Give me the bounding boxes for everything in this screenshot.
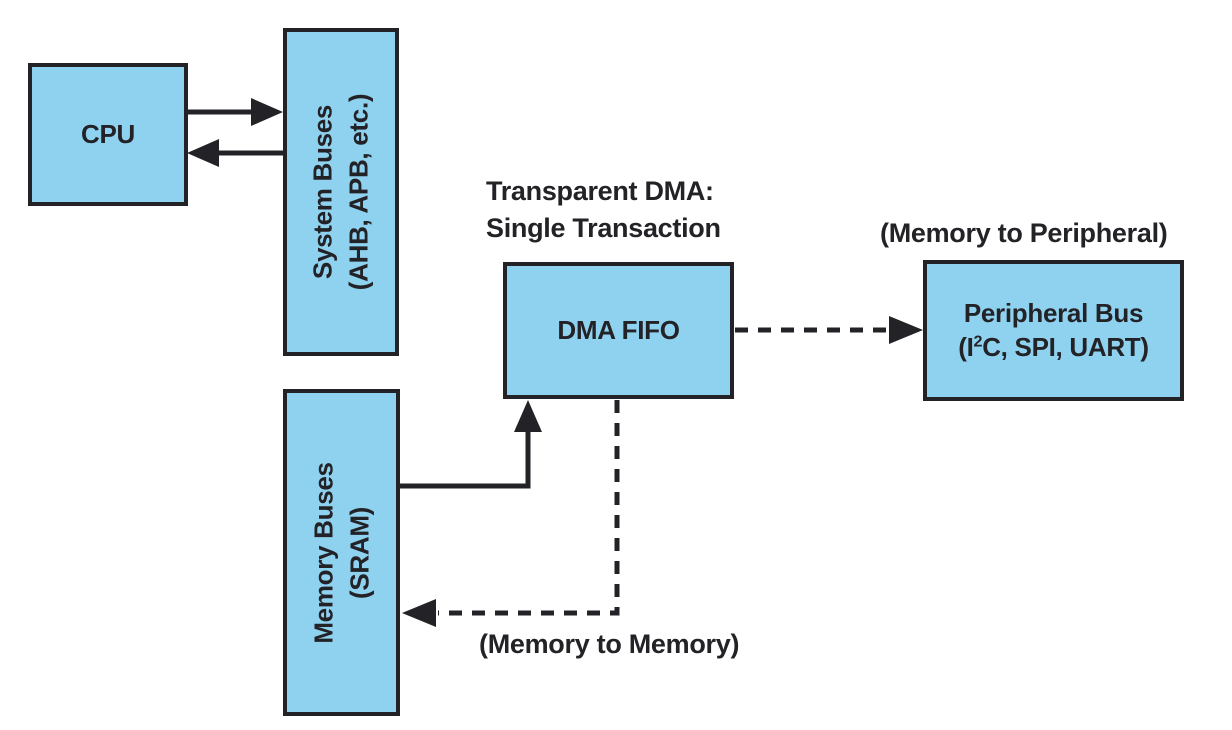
node-peripheral-bus: Peripheral Bus (I2C, SPI, UART)	[923, 260, 1184, 401]
node-memory-buses: Memory Buses (SRAM)	[283, 389, 400, 716]
cpu-label: CPU	[81, 118, 135, 149]
peripheral-bus-line2: (I2C, SPI, UART)	[958, 331, 1149, 362]
caption-memory-to-peripheral: (Memory to Peripheral)	[880, 218, 1168, 248]
peripheral-bus-label: Peripheral Bus (I2C, SPI, UART)	[958, 297, 1149, 365]
node-system-buses: System Buses (AHB, APB, etc.)	[283, 28, 399, 356]
memory-buses-label: Memory Buses (SRAM)	[305, 462, 378, 643]
arrow-memory-buses-to-dma-fifo	[399, 400, 542, 489]
caption-transparent-dma-line1: Transparent DMA:	[486, 176, 714, 206]
system-buses-line2: (AHB, APB, etc.)	[344, 93, 374, 291]
caption-memory-to-memory: (Memory to Memory)	[479, 629, 740, 659]
system-buses-label: System Buses (AHB, APB, etc.)	[305, 94, 378, 290]
caption-transparent-dma-line2: Single Transaction	[486, 213, 721, 243]
dma-fifo-label: DMA FIFO	[557, 314, 680, 345]
node-cpu: CPU	[28, 63, 188, 206]
arrow-system-buses-to-cpu	[187, 139, 283, 167]
caption-transparent-dma: Transparent DMA: Single Transaction	[486, 173, 721, 247]
arrow-dma-fifo-to-peripheral-bus	[735, 316, 923, 344]
peripheral-bus-line1: Peripheral Bus	[963, 297, 1144, 328]
arrow-dma-fifo-to-memory-buses	[402, 400, 620, 627]
node-dma-fifo: DMA FIFO	[503, 262, 734, 399]
system-buses-line1: System Buses	[307, 104, 338, 280]
superscript-2: 2	[973, 331, 983, 350]
arrow-cpu-to-system-buses	[187, 98, 283, 126]
memory-buses-line2: (SRAM)	[344, 506, 375, 599]
memory-buses-line1: Memory Buses	[308, 461, 339, 644]
